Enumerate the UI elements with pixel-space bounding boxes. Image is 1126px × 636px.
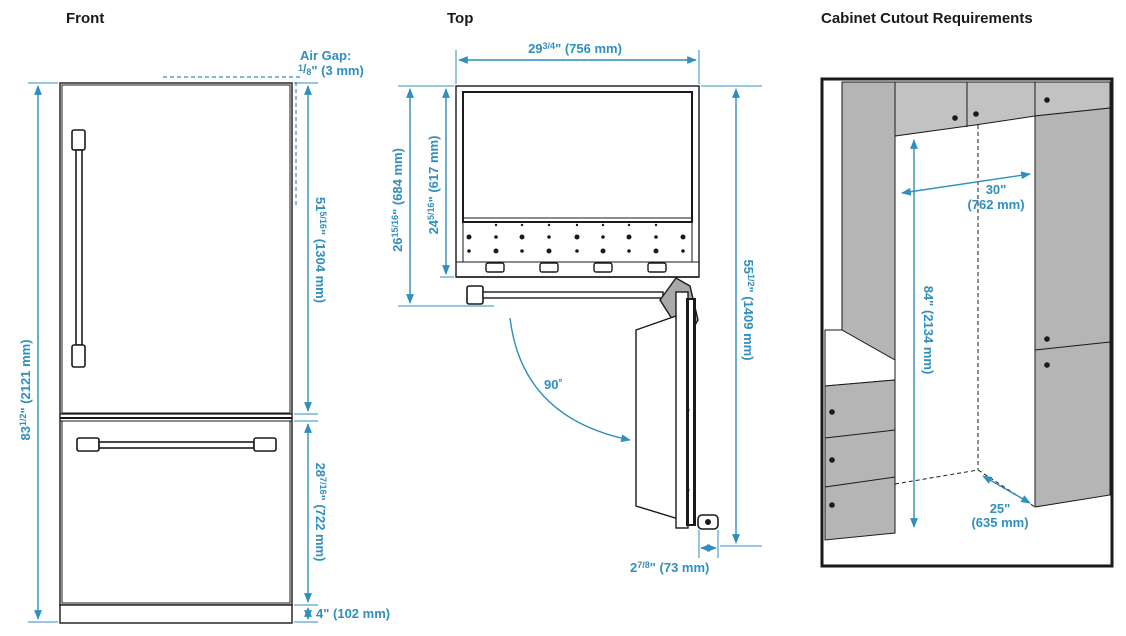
cabinet-cutout-title: Cabinet Cutout Requirements — [821, 10, 1033, 27]
door-handle — [71, 129, 86, 368]
top-view: 293/4" (756 mm) 2615/16" (684 mm) 245/16… — [390, 41, 762, 575]
freezer-drawer — [61, 420, 291, 604]
total-depth-label: 2615/16" (684 mm) — [390, 148, 405, 252]
cabinet-width-label: 30" — [986, 182, 1007, 197]
top-width-label: 293/4" (756 mm) — [528, 41, 622, 56]
drawer-handle — [76, 437, 277, 452]
front-view: 831/2" (2121 mm) 515/16" (1304 mm) 287/1… — [18, 48, 390, 624]
door-clearance-label: 27/8" (73 mm) — [630, 560, 709, 575]
top-view-title: Top — [447, 10, 474, 27]
swing-angle-label: 90˚ — [544, 377, 563, 392]
lower-height-label: 287/16" (722 mm) — [313, 463, 328, 562]
cabinet-height-label: 84" (2134 mm) — [921, 286, 936, 375]
open-door — [635, 291, 719, 530]
cabinet-depth-metric: (635 mm) — [971, 515, 1028, 530]
refrigerator-body — [59, 82, 293, 606]
door-open-depth-label: 551/2" (1409 mm) — [741, 259, 756, 360]
cabinet-depth-label: 25" — [990, 501, 1011, 516]
top-body — [455, 85, 700, 278]
front-view-title: Front — [66, 10, 105, 27]
cabinet-width-metric: (762 mm) — [967, 197, 1024, 212]
air-gap-value: 1/8" (3 mm) — [298, 62, 364, 78]
cabinet-cutout: 30" (762 mm) 84" (2134 mm) 25" (635 mm) — [820, 77, 1114, 568]
fresh-food-door — [61, 84, 291, 414]
upper-height-label: 515/16" (1304 mm) — [313, 197, 328, 303]
toe-kick-label: 4" (102 mm) — [316, 606, 390, 621]
body-depth-label: 245/16" (617 mm) — [426, 136, 441, 235]
total-height-label: 831/2" (2121 mm) — [18, 339, 33, 440]
air-gap-label: Air Gap: — [300, 48, 351, 63]
toe-kick — [59, 604, 293, 624]
